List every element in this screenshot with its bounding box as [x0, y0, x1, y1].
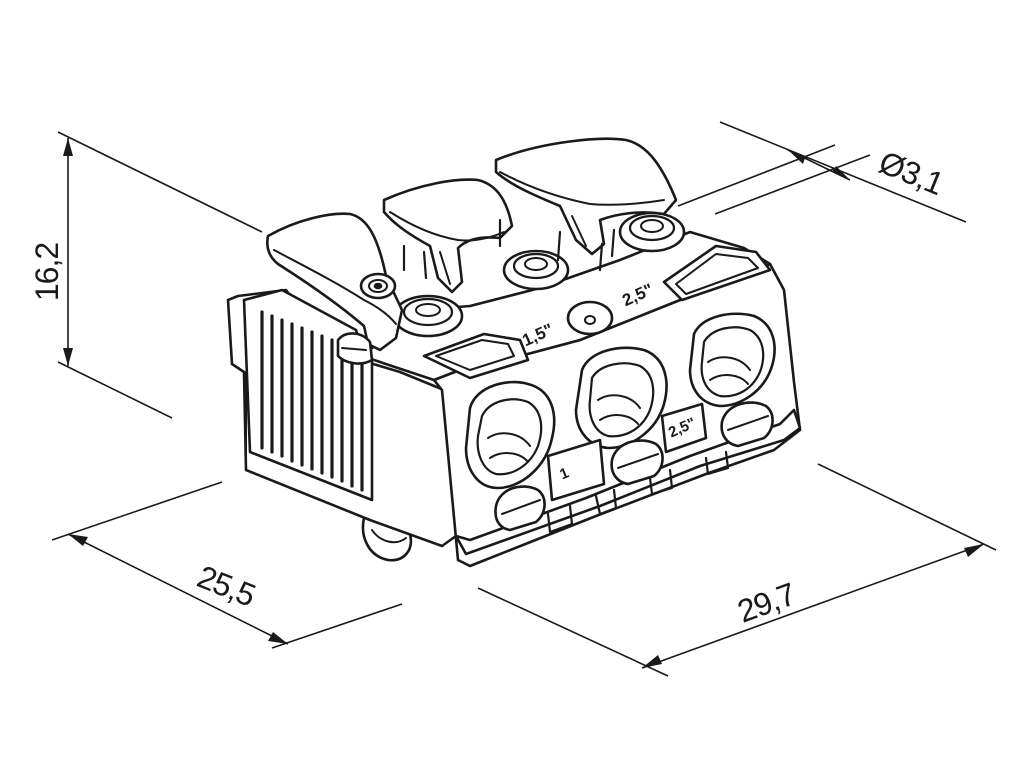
length-extension-right — [817, 463, 997, 551]
dimension-lines — [51, 121, 997, 677]
base-notches — [546, 450, 730, 534]
wire-entry-1 — [464, 380, 556, 490]
gauge-marking-box — [660, 402, 708, 454]
diameter-arrow-1 — [788, 150, 805, 164]
width-dimension-label: 25,5 — [192, 558, 260, 613]
height-extension-top — [57, 131, 263, 233]
top-hole-middle — [502, 249, 570, 291]
top-hole-left — [392, 294, 464, 338]
lever-2 — [382, 178, 514, 294]
terminal-number-box — [546, 438, 606, 502]
release-slot-2 — [610, 439, 664, 486]
height-arrow-top — [63, 138, 73, 156]
lever-pivot — [336, 332, 374, 365]
ribbed-grip — [260, 310, 364, 492]
length-dimension-line — [641, 543, 985, 669]
diameter-extension-inner — [714, 154, 871, 215]
height-dimension-label: 16,2 — [29, 243, 65, 301]
lever-guide-rear — [402, 218, 616, 280]
diameter-extension-outer — [677, 144, 836, 207]
top-hole-right — [618, 211, 686, 253]
wire-entry-2 — [574, 346, 668, 450]
width-arrow-right — [268, 632, 288, 644]
length-arrow-left — [642, 655, 662, 668]
release-slot-1 — [494, 485, 546, 532]
diameter-dimension-label: Ø3,1 — [874, 144, 948, 202]
connector-body — [226, 137, 802, 568]
diameter-extension-top — [719, 121, 967, 223]
height-extension-bottom — [57, 361, 173, 419]
width-extension-left — [51, 481, 223, 541]
length-arrow-right — [964, 544, 984, 557]
height-arrow-bottom — [63, 348, 73, 366]
width-extension-right — [271, 603, 403, 649]
length-dimension-label: 29,7 — [733, 576, 800, 630]
width-arrow-left — [68, 534, 88, 546]
width-dimension-line — [67, 533, 289, 645]
diameter-arrow-2 — [832, 166, 850, 180]
lever-1 — [266, 212, 404, 352]
lever-rosette-icon — [359, 272, 397, 300]
length-extension-left — [477, 587, 669, 677]
release-slot-3 — [720, 401, 774, 448]
lever-3 — [494, 137, 678, 256]
wire-entry-3 — [688, 312, 776, 408]
